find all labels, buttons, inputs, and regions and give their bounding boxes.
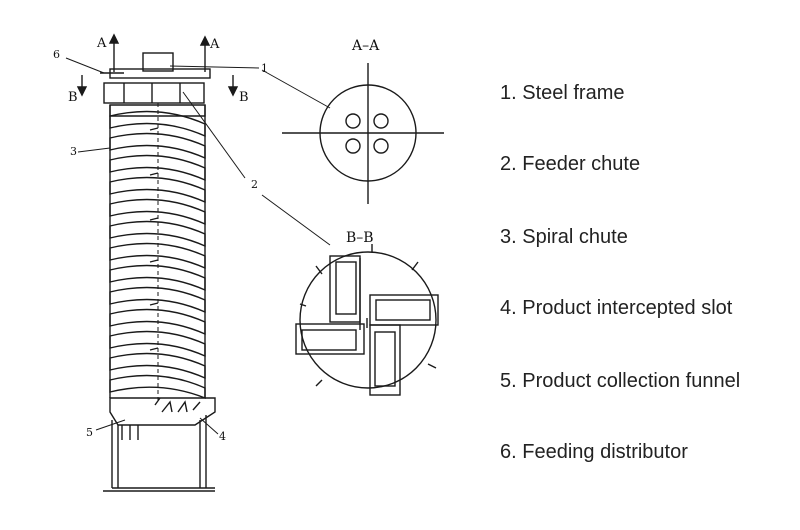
section-a-a	[282, 63, 444, 204]
callout-6: 6	[53, 48, 60, 61]
view-label-b-b: B–B	[346, 230, 374, 246]
legend-item-steel-frame: 1. Steel frame	[500, 82, 625, 104]
callout-1: 1	[261, 62, 268, 75]
legend-item-intercepted-slot: 4. Product intercepted slot	[500, 297, 733, 319]
callout-2: 2	[251, 178, 258, 191]
section-mark-b-left: B	[68, 90, 78, 105]
section-mark-b-right: B	[239, 90, 249, 105]
spiral-column	[100, 52, 216, 492]
callout-3: 3	[70, 145, 77, 158]
section-arrows	[76, 33, 239, 97]
section-b-b	[295, 244, 439, 396]
intercepted-slot	[154, 397, 201, 413]
leader-lines	[65, 57, 331, 435]
legend-item-feeder-chute: 2. Feeder chute	[500, 153, 641, 175]
section-mark-a-left: A	[96, 36, 107, 51]
legend-item-feeding-distributor: 6. Feeding distributor	[500, 441, 688, 463]
spiral-turns	[109, 104, 206, 400]
support-frame	[103, 415, 215, 492]
legend-item-spiral-chute: 3. Spiral chute	[500, 226, 628, 248]
top-hub	[142, 52, 174, 72]
collection-funnel	[109, 397, 216, 426]
legend-item-collection-funnel: 5. Product collection funnel	[500, 370, 741, 392]
legend: 1. Steel frame 2. Feeder chute 3. Spiral…	[500, 0, 796, 530]
callout-5: 5	[86, 426, 93, 439]
callout-4: 4	[219, 430, 226, 443]
section-mark-a-right: A	[209, 37, 220, 52]
view-label-a-a: A–A	[351, 38, 380, 54]
feeding-distributor	[103, 82, 205, 104]
